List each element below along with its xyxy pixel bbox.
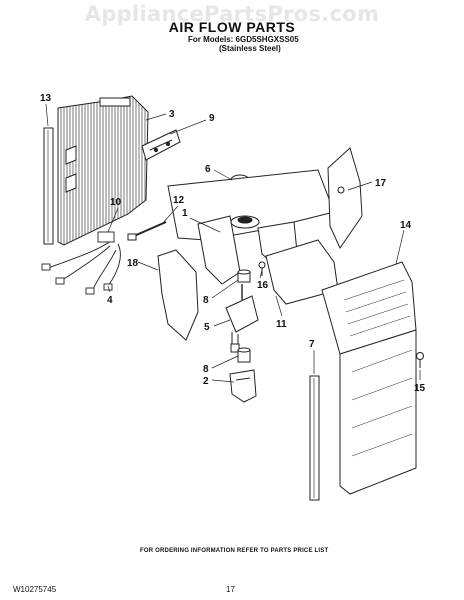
- part-8-motor-mount-lower: [237, 347, 251, 363]
- callout-1: 1: [182, 208, 188, 219]
- callout-13: 13: [40, 93, 52, 104]
- part-2-bracket: [229, 369, 257, 403]
- part-5-fan-motor: [225, 284, 259, 353]
- finish-line: (Stainless Steel): [219, 44, 281, 53]
- callout-8-upper: 8: [203, 295, 209, 306]
- page-title: AIR FLOW PARTS: [168, 19, 296, 35]
- callout-7: 7: [309, 339, 315, 350]
- part-18-side-panel: [157, 249, 199, 341]
- part-12-sensor: [127, 221, 167, 241]
- callout-5: 5: [204, 322, 210, 333]
- callout-14: 14: [400, 220, 412, 231]
- callout-18: 18: [127, 258, 139, 269]
- part-9-bracket: [141, 129, 181, 161]
- callout-10: 10: [110, 197, 122, 208]
- callout-9: 9: [209, 113, 215, 124]
- callout-15: 15: [414, 383, 426, 394]
- part-3-ribbed-panel: [57, 95, 149, 246]
- callout-8-lower: 8: [203, 364, 209, 375]
- callout-4: 4: [107, 295, 113, 306]
- watermark-text: AppliancePartsPros.com: [84, 2, 380, 26]
- document-number: W10275745: [13, 585, 57, 594]
- part-15-screw: [416, 352, 424, 368]
- callout-6: 6: [205, 164, 211, 175]
- ordering-note: FOR ORDERING INFORMATION REFER TO PARTS …: [140, 548, 329, 554]
- part-16-fastener: [258, 261, 266, 276]
- callout-17: 17: [375, 178, 387, 189]
- callout-16: 16: [257, 280, 269, 291]
- callout-3: 3: [169, 109, 175, 120]
- part-7-trim-strip: [309, 375, 320, 501]
- callout-2: 2: [203, 376, 209, 387]
- callout-12: 12: [173, 195, 185, 206]
- models-line: For Models: 6GD5SHGXSS05: [188, 35, 299, 44]
- part-8-motor-mount-upper: [237, 269, 251, 283]
- part-10-wire-harness: [41, 231, 121, 295]
- leader-lines: [45, 103, 421, 383]
- page-number: 17: [226, 585, 235, 594]
- part-17-baffle: [327, 147, 363, 250]
- part-14-rear-cover: [321, 261, 417, 495]
- callout-11: 11: [276, 319, 287, 330]
- part-13-trim-strip: [43, 127, 54, 245]
